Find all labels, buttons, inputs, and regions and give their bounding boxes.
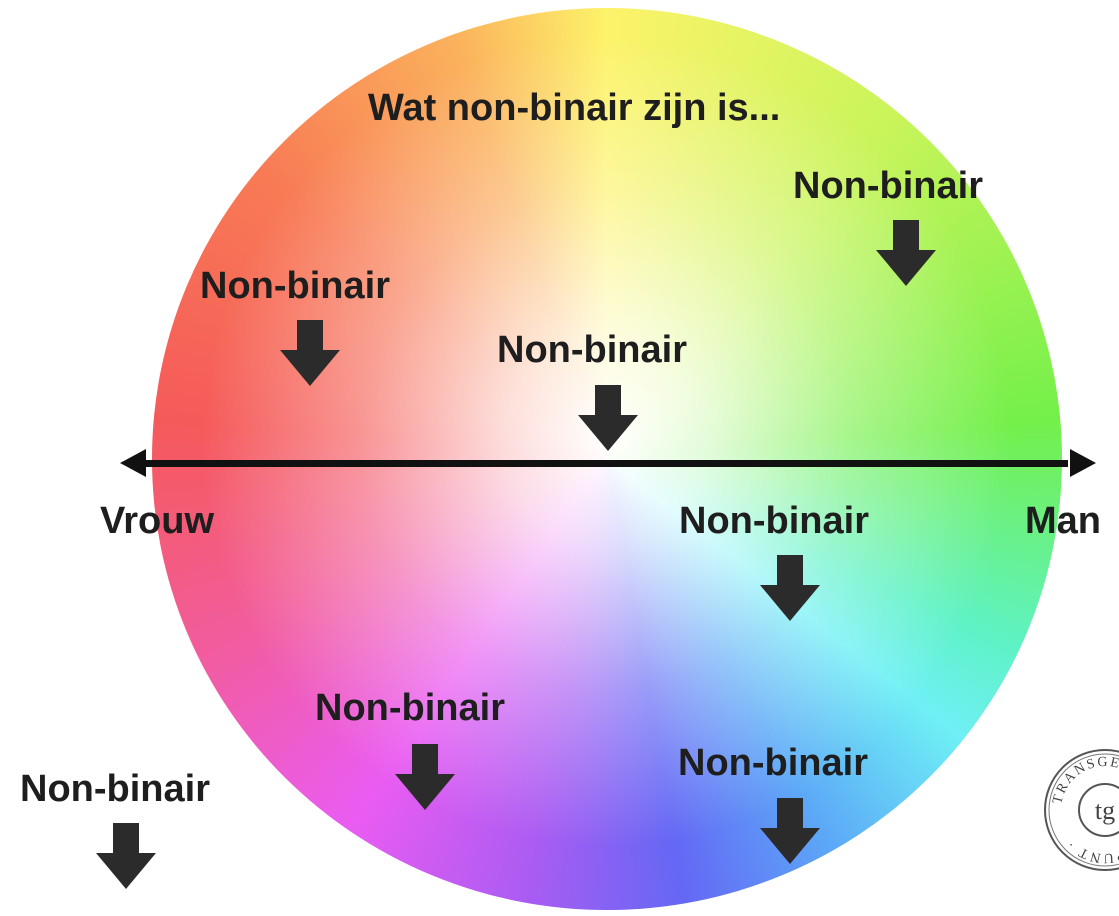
down-arrow-icon: [876, 220, 936, 286]
axis-label-man: Man: [1025, 500, 1101, 542]
marker-label: Non-binair: [497, 329, 687, 371]
svg-text:tg: tg: [1095, 796, 1115, 825]
down-arrow-icon: [578, 385, 638, 451]
axis-left-end: [120, 449, 146, 477]
marker-label: Non-binair: [679, 500, 869, 542]
marker-label: Non-binair: [678, 742, 868, 784]
color-wheel: [152, 8, 1062, 910]
down-arrow-icon: [395, 744, 455, 810]
marker-label: Non-binair: [20, 768, 210, 810]
gender-axis-line: [146, 460, 1068, 467]
down-arrow-icon: [760, 555, 820, 621]
diagram-title: Wat non-binair zijn is...: [368, 87, 781, 129]
transgender-infopunt-logo: TRANSGENDER · INFOPUNT · tg: [1040, 745, 1119, 875]
down-arrow-icon: [96, 823, 156, 889]
axis-right-end: [1070, 449, 1096, 477]
marker-label: Non-binair: [793, 165, 983, 207]
axis-label-vrouw: Vrouw: [100, 500, 215, 542]
down-arrow-icon: [760, 798, 820, 864]
down-arrow-icon: [280, 320, 340, 386]
marker-label: Non-binair: [315, 687, 505, 729]
marker-label: Non-binair: [200, 265, 390, 307]
